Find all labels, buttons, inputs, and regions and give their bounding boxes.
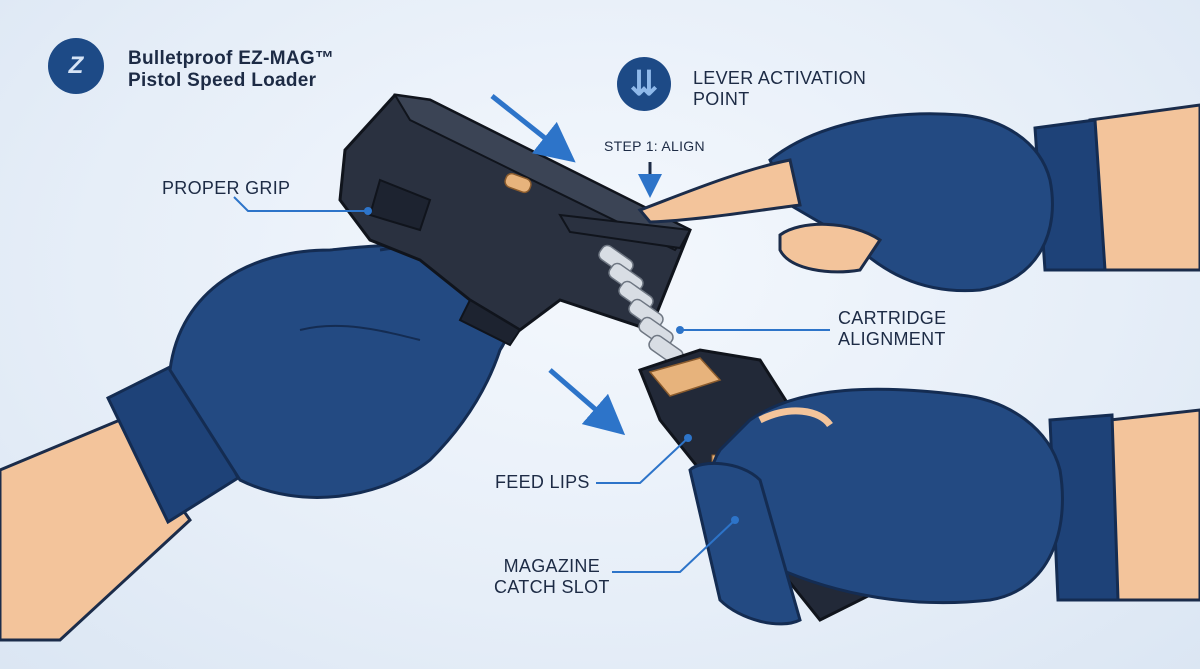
magazine-catch-label: MAGAZINE CATCH SLOT xyxy=(494,556,610,597)
cartridge-alignment-label: CARTRIDGE ALIGNMENT xyxy=(838,308,946,349)
proper-grip-leader xyxy=(233,196,368,212)
motion-arrow-top xyxy=(490,94,576,163)
brand-title: Bulletproof EZ-MAG™ Pistol Speed Loader xyxy=(128,48,334,92)
lever-activation-label: LEVER ACTIVATION POINT xyxy=(693,68,866,109)
brand-line-2: Pistol Speed Loader xyxy=(128,69,317,91)
step-1-label: STEP 1: ALIGN xyxy=(604,138,705,154)
logo-text: Z xyxy=(68,52,84,79)
cartridge-alignment-line-1: CARTRIDGE xyxy=(838,308,947,328)
lever-activation-line-2: POINT xyxy=(693,88,750,109)
right-bottom-forearm xyxy=(1108,408,1200,602)
lever-activation-line-1: LEVER ACTIVATION xyxy=(693,68,867,88)
thumb xyxy=(778,222,883,274)
right-top-forearm xyxy=(1088,103,1200,272)
lever xyxy=(558,213,692,250)
magazine-catch-line-1: MAGAZINE xyxy=(503,556,601,576)
left-forearm xyxy=(0,418,192,642)
motion-arrow-bottom xyxy=(548,368,626,436)
cartridge-alignment-line-2: ALIGNMENT xyxy=(838,328,946,349)
brand-logo-icon: Z xyxy=(48,38,104,94)
proper-grip-label: PROPER GRIP xyxy=(162,178,291,198)
index-finger xyxy=(637,158,802,224)
lower-fingers xyxy=(688,461,802,626)
feed-lips-leader xyxy=(596,437,689,484)
feed-lips-label: FEED LIPS xyxy=(495,472,590,492)
pistol xyxy=(338,93,692,366)
down-arrows-icon: ⇊ xyxy=(617,57,671,111)
brand-line-1: Bulletproof EZ-MAG™ xyxy=(128,48,335,69)
right-top-glove xyxy=(768,112,1054,293)
magazine-catch-leader xyxy=(612,519,736,573)
magazine-catch-line-2: CATCH SLOT xyxy=(494,576,610,597)
